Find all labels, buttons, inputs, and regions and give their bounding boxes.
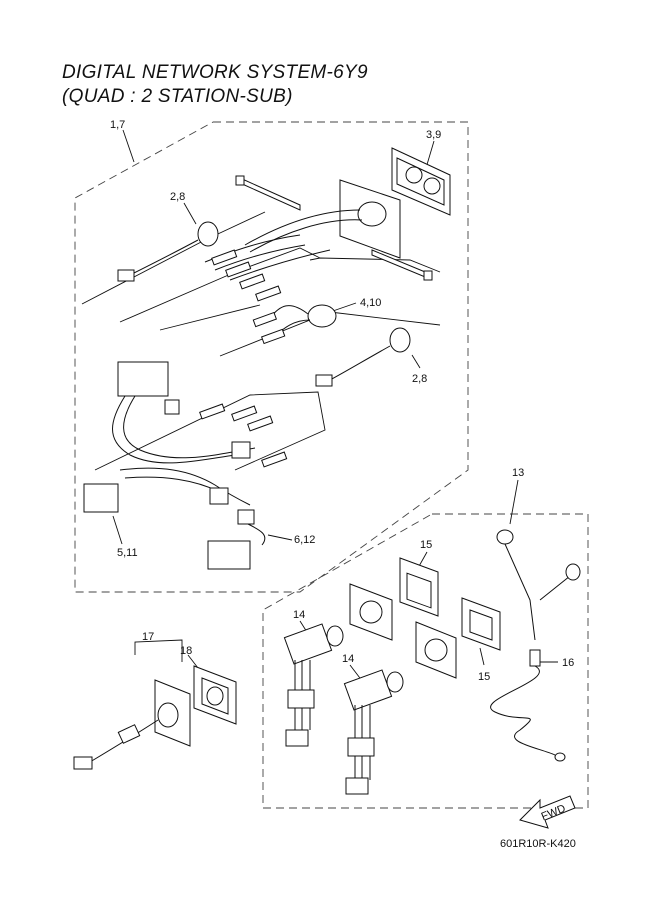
lanyard-16 [490,529,581,762]
lower-assembly-boundary [262,513,589,809]
connector-17 [73,679,191,770]
callout-1-7: 1,7 [110,119,125,131]
connector-2-8-mid [315,327,411,387]
leader-3-9 [425,140,435,169]
callout-16: 16 [562,657,574,669]
main-harness-bracket [204,179,401,281]
diagram-title-line1: DIGITAL NETWORK SYSTEM-6Y9 [62,62,368,83]
guide-line-5 [94,391,326,471]
callout-3-9: 3,9 [426,129,441,141]
leader-18 [187,654,199,669]
leader-5-11 [112,515,123,545]
switch-plate-a [349,583,393,641]
guide-line-1 [81,211,266,305]
callout-15-b: 15 [478,671,490,683]
callout-13: 13 [512,467,524,479]
leader-17 [134,639,183,662]
pin-terminals-top [211,249,282,302]
gasket-15-b [461,597,501,651]
callout-18: 18 [180,645,192,657]
connector-2-8-top [117,221,219,282]
guide-line-3 [159,304,261,331]
switch-14-a [283,623,344,747]
terminator-4-10 [252,304,337,345]
fwd-label: FWD [540,803,568,824]
leader-1-7 [122,129,135,163]
callout-4-10: 4,10 [360,297,381,309]
fwd-arrow-icon: FWD [519,795,576,829]
switch-14-b [343,669,404,795]
leader-2-8-mid [411,354,421,369]
switch-plate-b [415,621,457,679]
gasket-15-a [399,557,439,617]
callout-14-a: 14 [293,609,305,621]
callout-17: 17 [142,631,154,643]
module-6-12 [207,509,266,570]
drawing-code: 601R10R-K420 [500,838,576,850]
guide-line-2 [119,247,321,323]
leader-13 [509,479,519,525]
upper-assembly-boundary [74,121,469,593]
leader-2-8-top [183,202,197,225]
callout-2-8-top: 2,8 [170,191,185,203]
leader-6-12 [267,534,293,541]
diagram-title-line2: (QUAD : 2 STATION-SUB) [62,86,293,107]
callout-6-12: 6,12 [294,534,315,546]
cable-tie-right [371,249,433,281]
callout-2-8-mid: 2,8 [412,373,427,385]
main-harness-5-11 [83,361,288,513]
gasket-plate-3-9 [391,147,451,216]
callout-5-11: 5,11 [117,547,138,559]
cable-tie-top [235,175,301,211]
callout-15-a: 15 [420,539,432,551]
leader-15-b [479,647,485,666]
guide-line-6 [309,257,441,273]
callout-14-b: 14 [342,653,354,665]
gasket-18 [193,665,237,725]
